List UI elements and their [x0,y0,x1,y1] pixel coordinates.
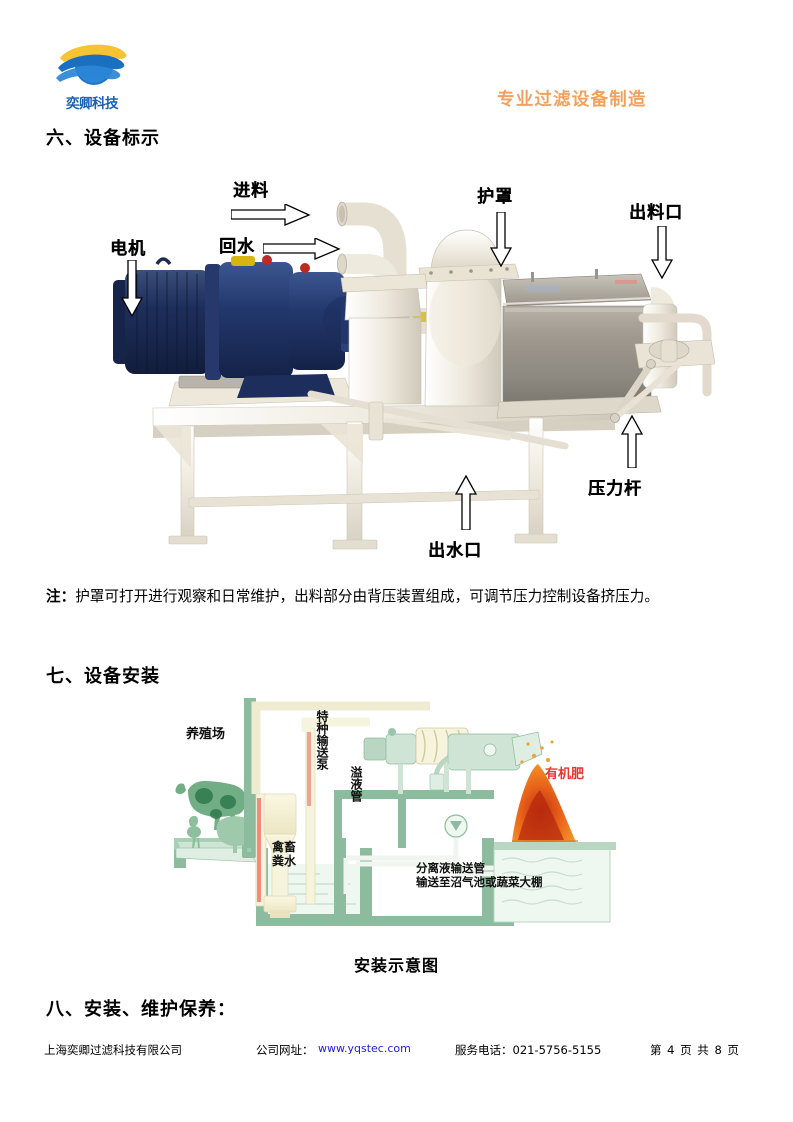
label-organic-fertilizer: 有机肥 [545,767,585,782]
note-paragraph: 注：护罩可打开进行观察和日常维护，出料部分由背压装置组成，可调节压力控制设备挤压… [46,578,752,616]
label-overflow-pipe: 溢液管 [349,766,363,802]
company-logo: 奕卿科技 [46,38,138,116]
page-header: 奕卿科技 专业过滤设备制造 [0,0,793,120]
arrow-feed-icon [231,204,311,226]
header-tagline: 专业过滤设备制造 [497,90,647,110]
label-guard: 护罩 [477,187,513,207]
section-heading-equipment-installation: 七、设备安装 [46,666,160,687]
label-motor: 电机 [110,239,146,259]
footer-website-label: 公司网址： [256,1043,314,1057]
footer-tel-label: 服务电话： [455,1043,513,1057]
page-footer: 上海奕卿过滤科技有限公司 公司网址： www.yqstec.com 服务电话：0… [0,1036,793,1066]
note-text: 护罩可打开进行观察和日常维护，出料部分由背压装置组成，可调节压力控制设备挤压力。 [75,588,659,605]
label-feed: 进料 [233,181,269,201]
arrow-water-outlet-icon [455,474,477,530]
label-pressure-rod: 压力杆 [588,479,642,499]
label-farm: 养殖场 [186,727,226,742]
installation-figure-caption: 安装示意图 [353,956,439,975]
installation-schematic-illustration [174,698,616,926]
label-water-outlet: 出水口 [428,541,482,561]
screw-press-machine-illustration [113,201,715,550]
label-separated-liquid-pipe: 分离液输送管 输送至沼气池或蔬菜大棚 [416,861,543,889]
footer-page-indicator: 第 4 页 共 8 页 [650,1043,740,1057]
arrow-discharge-port-icon [651,226,673,280]
company-logo-text: 奕卿科技 [66,96,119,112]
arrow-guard-icon [490,212,512,268]
label-return-water: 回水 [219,237,255,257]
arrow-motor-icon [121,260,143,318]
label-discharge-port: 出料口 [629,203,683,223]
label-manure-water: 禽畜 粪水 [272,840,297,868]
footer-telephone: 服务电话：021-5756-5155 [455,1042,601,1058]
footer-company-name: 上海奕卿过滤科技有限公司 [44,1043,182,1057]
arrow-return-water-icon [263,238,341,260]
equipment-figure: 电机 进料 回水 护罩 出料口 出水口 压力杆 [95,168,715,568]
label-special-pump: 特种输送泵 [315,710,329,770]
note-prefix: 注： [46,588,76,605]
section-heading-install-maintenance: 八、安装、维护保养： [46,999,236,1020]
section-heading-equipment-marking: 六、设备标示 [46,128,160,149]
footer-website-link[interactable]: www.yqstec.com [318,1042,411,1055]
footer-tel-value: 021-5756-5155 [512,1043,602,1057]
installation-diagram: 养殖场 特种输送泵 溢液管 禽畜 粪水 有机肥 分离液输送管 输送至沼气池或蔬菜… [160,698,640,933]
arrow-pressure-rod-icon [621,414,643,468]
globe-swoosh-logo-icon [56,44,127,85]
